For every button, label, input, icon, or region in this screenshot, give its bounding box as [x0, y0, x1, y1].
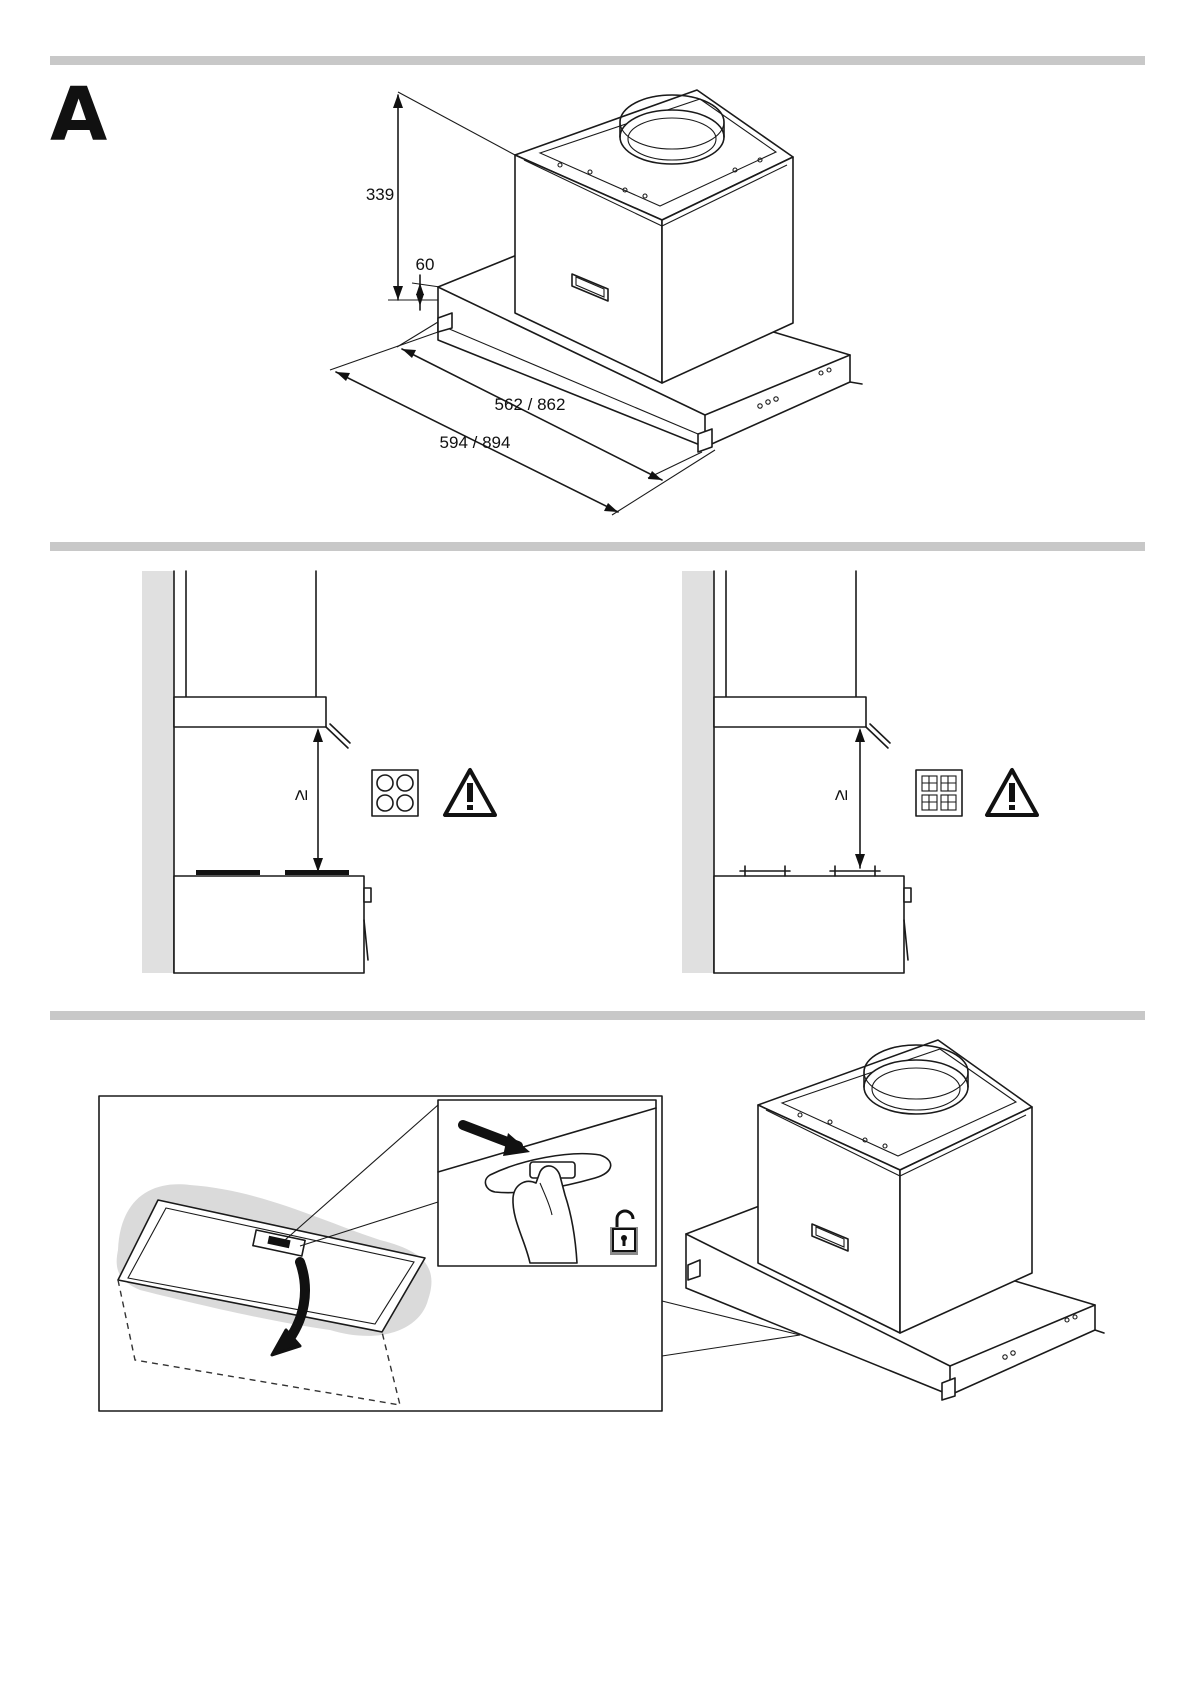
hood-assembled-drawing — [686, 1040, 1104, 1400]
dimension-depth: 562 / 862 — [495, 395, 566, 414]
hood-dimension-drawing: 339 60 562 / 862 594 / 894 — [330, 90, 862, 515]
dimension-60: 60 — [416, 255, 435, 274]
dimension-339: 339 — [366, 185, 394, 204]
gas-hob-icon — [916, 770, 962, 816]
clearance-symbol-gas: ≥ — [830, 789, 852, 800]
clearance-panel-electric: ≥ — [142, 571, 495, 973]
electric-hob-icon — [372, 770, 418, 816]
dimension-width: 594 / 894 — [440, 433, 511, 452]
clearance-symbol: ≥ — [290, 789, 312, 800]
clearance-panel-gas: ≥ — [682, 571, 1037, 973]
warning-triangle-icon — [445, 770, 495, 815]
warning-triangle-icon-2 — [987, 770, 1037, 815]
